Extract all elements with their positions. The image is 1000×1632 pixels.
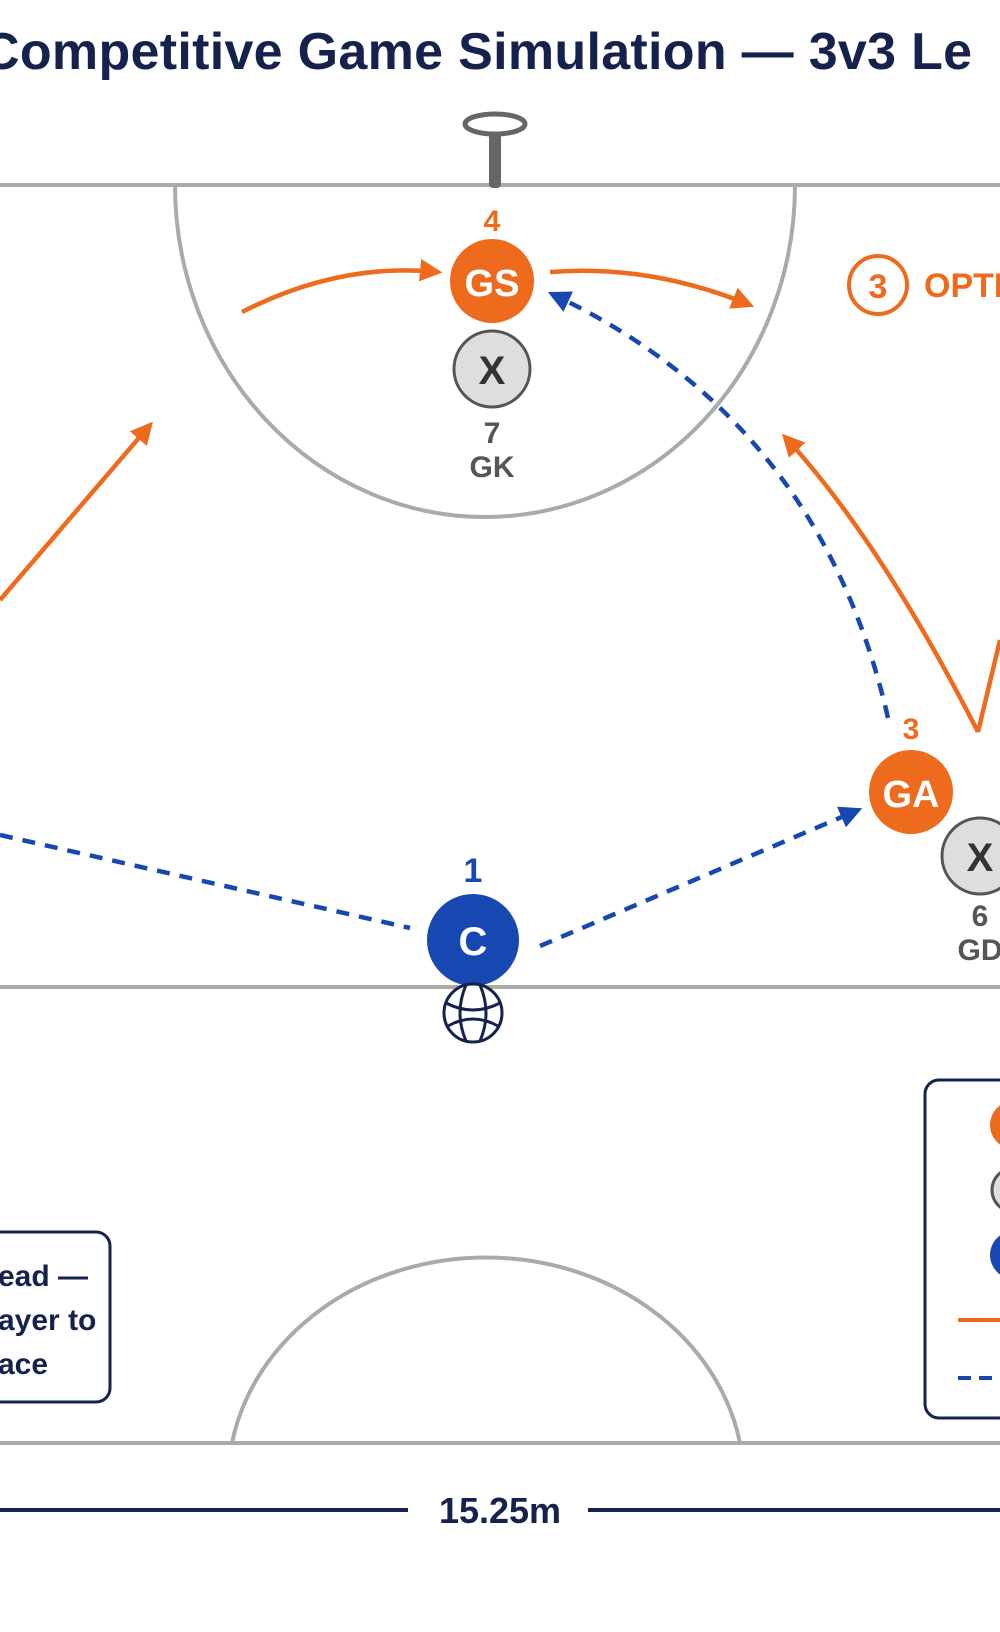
pass-c-to-ga (539, 806, 863, 949)
gs-lead-arrow-out (549, 268, 755, 309)
defender-gk: X 7 GK (452, 329, 532, 484)
legend-attacker-swatch (990, 1105, 1000, 1145)
gk-number: 7 (484, 417, 501, 450)
shooting-circle (173, 184, 797, 519)
diagram-title: Competitive Game Simulation — 3v3 Le (0, 23, 973, 81)
player-ga: 3 GA (869, 713, 953, 834)
movement-paths (0, 258, 1000, 949)
centre-circle-arc (230, 1255, 742, 1444)
left-attacker-run-arrow (0, 421, 153, 602)
ga-run-arrow (785, 437, 1000, 734)
note-line-2: ayer to (0, 1304, 96, 1337)
note-box: ead — ayer to ace (0, 1230, 112, 1404)
gs-label: GS (465, 263, 520, 305)
gk-position: GK (470, 451, 515, 484)
option-callout: 3 OPTI (847, 254, 1000, 316)
c-number: 1 (464, 852, 483, 890)
ga-number: 3 (903, 713, 920, 746)
option-number: 3 (869, 268, 888, 306)
note-line-1: ead — (0, 1260, 88, 1293)
netball-icon (442, 982, 504, 1044)
legend-defender-swatch (990, 1171, 1000, 1209)
goalpost-icon (462, 111, 528, 188)
gd-number: 6 (972, 900, 989, 933)
gd-position: GD (958, 934, 1000, 967)
note-line-3: ace (0, 1348, 48, 1381)
player-c: 1 C (427, 852, 519, 986)
legend-center-swatch (990, 1235, 1000, 1275)
player-gs: 4 GS (450, 205, 534, 323)
dimension-marker: 15.25m (0, 1490, 1000, 1531)
option-text: OPTI (924, 267, 1000, 305)
gk-marker: X (479, 349, 506, 393)
legend (923, 1078, 1000, 1420)
gs-number: 4 (484, 205, 501, 238)
defender-gd: X 6 GD (940, 816, 1000, 967)
gs-lead-arrow-in (240, 258, 443, 315)
pass-into-c (0, 832, 411, 931)
court-lines (0, 183, 1000, 1445)
dimension-label: 15.25m (439, 1490, 561, 1531)
ga-label: GA (883, 774, 940, 816)
pass-ga-to-gs (547, 291, 891, 719)
c-label: C (459, 920, 488, 964)
gd-marker: X (967, 836, 994, 880)
